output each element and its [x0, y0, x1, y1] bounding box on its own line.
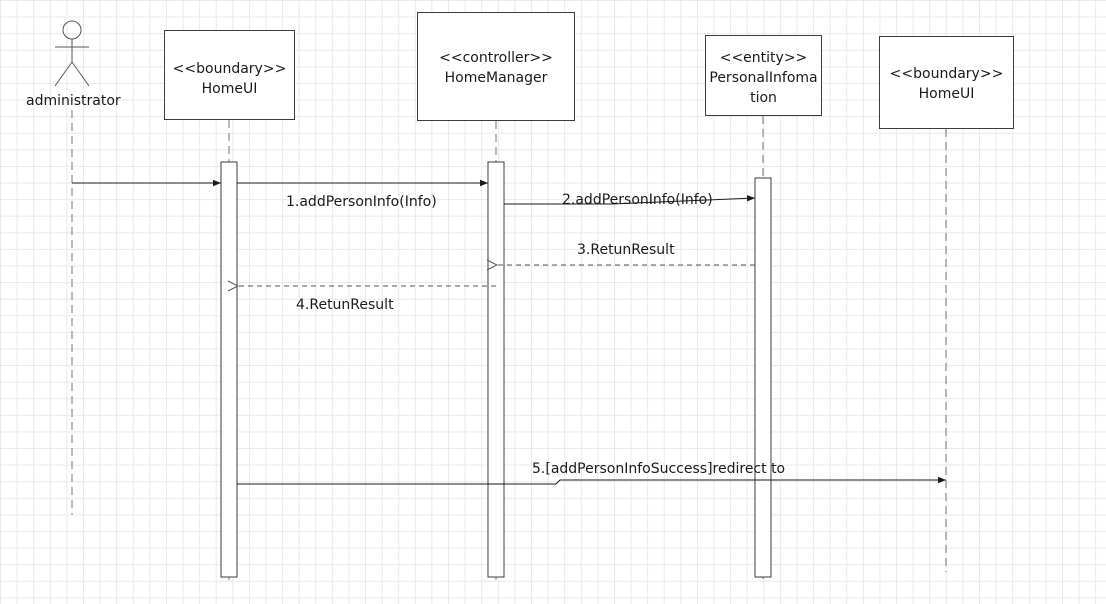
- activation-personalinfomation: [754, 177, 772, 578]
- participant-name: PersonalInfomation: [709, 70, 818, 106]
- participant-homemanager: <<controller>> HomeManager: [417, 12, 575, 121]
- message-label: 1.addPersonInfo(Info): [286, 194, 437, 210]
- participant-name: HomeManager: [444, 70, 548, 86]
- activation-homeui: [220, 161, 238, 578]
- message-2-arrow-b: [611, 195, 756, 205]
- actor-name: administrator: [26, 93, 121, 109]
- participant-personalinfomation: <<entity>> PersonalInfomation: [705, 35, 822, 116]
- actor-left-leg: [54, 61, 73, 87]
- participant-stereotype: <<boundary>>: [172, 61, 287, 77]
- actor-right-leg: [71, 61, 90, 87]
- participant-homeui-2: <<boundary>> HomeUI: [879, 36, 1014, 129]
- actor-head: [62, 20, 82, 40]
- participant-stereotype: <<controller>>: [439, 50, 553, 66]
- message-label: 2.addPersonInfo(Info): [562, 192, 713, 208]
- message-label: 4.RetunResult: [296, 297, 394, 313]
- actor-figure: [54, 20, 90, 87]
- message-5-arrow: [237, 476, 946, 485]
- message-label: 3.RetunResult: [577, 242, 675, 258]
- activation-homemanager: [487, 161, 505, 578]
- participant-stereotype: <<boundary>>: [889, 66, 1004, 82]
- participant-name: HomeUI: [201, 81, 258, 97]
- message-label: 5.[addPersonInfoSuccess]redirect to: [532, 461, 786, 477]
- participant-name: HomeUI: [918, 86, 975, 102]
- participant-stereotype: <<entity>>: [719, 50, 808, 66]
- participant-homeui: <<boundary>> HomeUI: [164, 30, 295, 120]
